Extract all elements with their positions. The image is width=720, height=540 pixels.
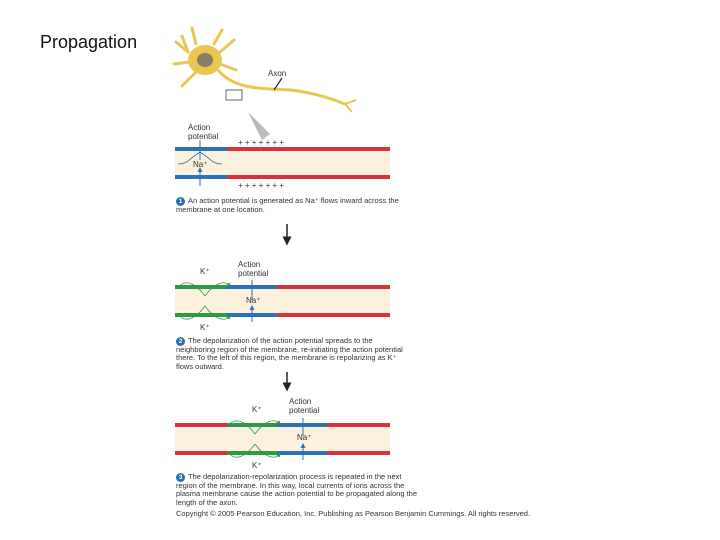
action-potential-label-1: Action bbox=[188, 123, 210, 132]
action-potential-label-1b: potential bbox=[188, 132, 218, 141]
step-number-1: 1 bbox=[176, 197, 185, 206]
membrane-resting-top bbox=[227, 147, 390, 151]
svg-text:+ + + + + + +: + + + + + + + bbox=[238, 181, 284, 190]
action-potential-label-2b: potential bbox=[238, 269, 268, 278]
step-number-3: 3 bbox=[176, 473, 185, 482]
k-label-3a: K⁺ bbox=[252, 405, 262, 414]
na-label-3: Na⁺ bbox=[297, 433, 311, 442]
k-label-3b: K⁺ bbox=[252, 461, 262, 470]
step-text-2: The depolarization of the action potenti… bbox=[176, 336, 403, 371]
action-potential-label-2: Action bbox=[238, 260, 260, 269]
svg-text:+ + + + + + +: + + + + + + + bbox=[238, 138, 284, 147]
step-number-2: 2 bbox=[176, 337, 185, 346]
axon-panel-2: Action potential K⁺ K⁺ Na⁺ bbox=[175, 260, 390, 332]
action-potential-label-3: Action bbox=[289, 397, 311, 406]
k-label-2a: K⁺ bbox=[200, 267, 210, 276]
na-label-2: Na⁺ bbox=[246, 296, 260, 305]
step-text-1: An action potential is generated as Na⁺ … bbox=[176, 196, 399, 214]
axon-panel-3: Action potential K⁺ K⁺ Na⁺ bbox=[175, 397, 390, 470]
membrane-depolarized-top bbox=[175, 147, 227, 151]
membrane-resting-bottom bbox=[227, 175, 390, 179]
copyright-text: Copyright © 2005 Pearson Education, Inc.… bbox=[176, 509, 531, 518]
axon-label: Axon bbox=[268, 69, 286, 78]
membrane-depolarized-bottom bbox=[175, 175, 227, 179]
neuron-illustration bbox=[172, 26, 357, 140]
slide-title: Propagation bbox=[40, 32, 138, 52]
na-label-1: Na⁺ bbox=[193, 160, 207, 169]
action-potential-label-3b: potential bbox=[289, 406, 319, 415]
k-label-2b: K⁺ bbox=[200, 323, 210, 332]
step-text-3: The depolarization-repolarization proces… bbox=[176, 472, 417, 507]
axon-panel-1: Action potential Na⁺ + + + + + + + + + +… bbox=[175, 123, 390, 190]
